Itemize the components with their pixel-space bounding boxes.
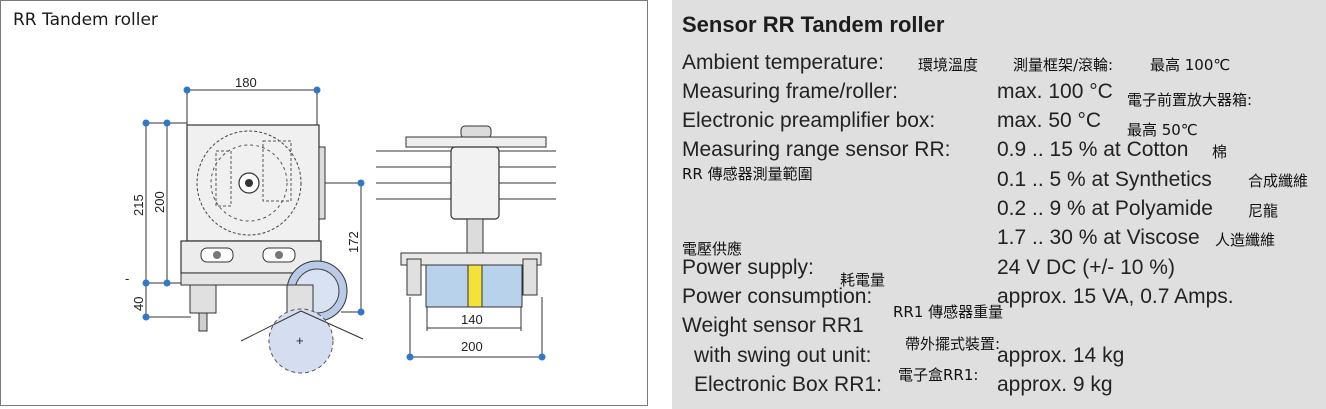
- center-plus: +: [296, 333, 304, 348]
- preamp-value: max. 50 °C: [997, 109, 1102, 132]
- dim-172: 172: [346, 231, 361, 253]
- drawing-panel: RR Tandem roller 180 215 200 40 - 172: [0, 0, 648, 406]
- box-zh: 電子盒RR1:: [898, 366, 979, 384]
- consumption-value: approx. 15 VA, 0.7 Amps.: [997, 285, 1234, 308]
- range-zh: RR 傳感器測量範圍: [682, 165, 813, 183]
- consumption-zh: 耗電量: [840, 271, 886, 289]
- range-synthetics-value: 0.1 .. 5 % at Synthetics: [997, 168, 1212, 191]
- specs-panel: [672, 0, 1326, 409]
- range-polyamide-value: 0.2 .. 9 % at Polyamide: [997, 197, 1213, 220]
- weight-label: Weight sensor RR1: [682, 314, 864, 337]
- frame-value: max. 100 °C: [997, 80, 1113, 103]
- range-cotton-zh: 棉: [1212, 143, 1228, 161]
- dim-200-horizontal: 200: [461, 339, 483, 354]
- weight-zh: RR1 傳感器重量: [893, 303, 1004, 321]
- box-label: Electronic Box RR1:: [694, 373, 882, 396]
- dim-180: 180: [235, 75, 257, 90]
- power-supply-value: 24 V DC (+/- 10 %): [997, 256, 1175, 279]
- range-label: Measuring range sensor RR:: [682, 138, 951, 161]
- preamp-zh: 電子前置放大器箱:: [1127, 91, 1253, 109]
- dim-dash: -: [125, 271, 129, 286]
- ambient-zh: 環境溫度: [918, 56, 979, 74]
- range-viscose-zh: 人造纖維: [1215, 231, 1276, 249]
- dim-140: 140: [461, 312, 483, 327]
- drawing-title: RR Tandem roller: [13, 10, 158, 30]
- dim-215: 215: [131, 194, 146, 216]
- consumption-label: Power consumption:: [682, 285, 873, 308]
- box-value: approx. 9 kg: [997, 373, 1113, 396]
- power-supply-label: Power supply:: [682, 256, 814, 279]
- specs-heading: Sensor RR Tandem roller: [682, 12, 945, 37]
- swing-zh: 帶外擺式裝置:: [905, 335, 1001, 353]
- swing-label: with swing out unit:: [694, 344, 872, 367]
- technical-drawing: 180 215 200 40 - 172: [125, 75, 556, 374]
- range-synthetics-zh: 合成纖維: [1248, 172, 1309, 190]
- dim-200-vertical: 200: [152, 191, 167, 213]
- frame-zh: 測量框架/滾輪:: [1013, 56, 1114, 74]
- range-viscose-value: 1.7 .. 30 % at Viscose: [997, 226, 1200, 249]
- preamp-max-zh: 最高 50℃: [1127, 121, 1198, 139]
- ambient-label: Ambient temperature:: [682, 51, 884, 74]
- range-polyamide-zh: 尼龍: [1248, 202, 1279, 220]
- swing-value: approx. 14 kg: [997, 344, 1125, 367]
- range-cotton-value: 0.9 .. 15 % at Cotton: [997, 138, 1189, 161]
- preamp-label: Electronic preamplifier box:: [682, 109, 936, 132]
- dim-40: 40: [131, 297, 146, 311]
- power-supply-zh: 電壓供應: [682, 240, 743, 258]
- frame-label: Measuring frame/roller:: [682, 80, 898, 103]
- frame-max-zh: 最高 100℃: [1150, 56, 1231, 74]
